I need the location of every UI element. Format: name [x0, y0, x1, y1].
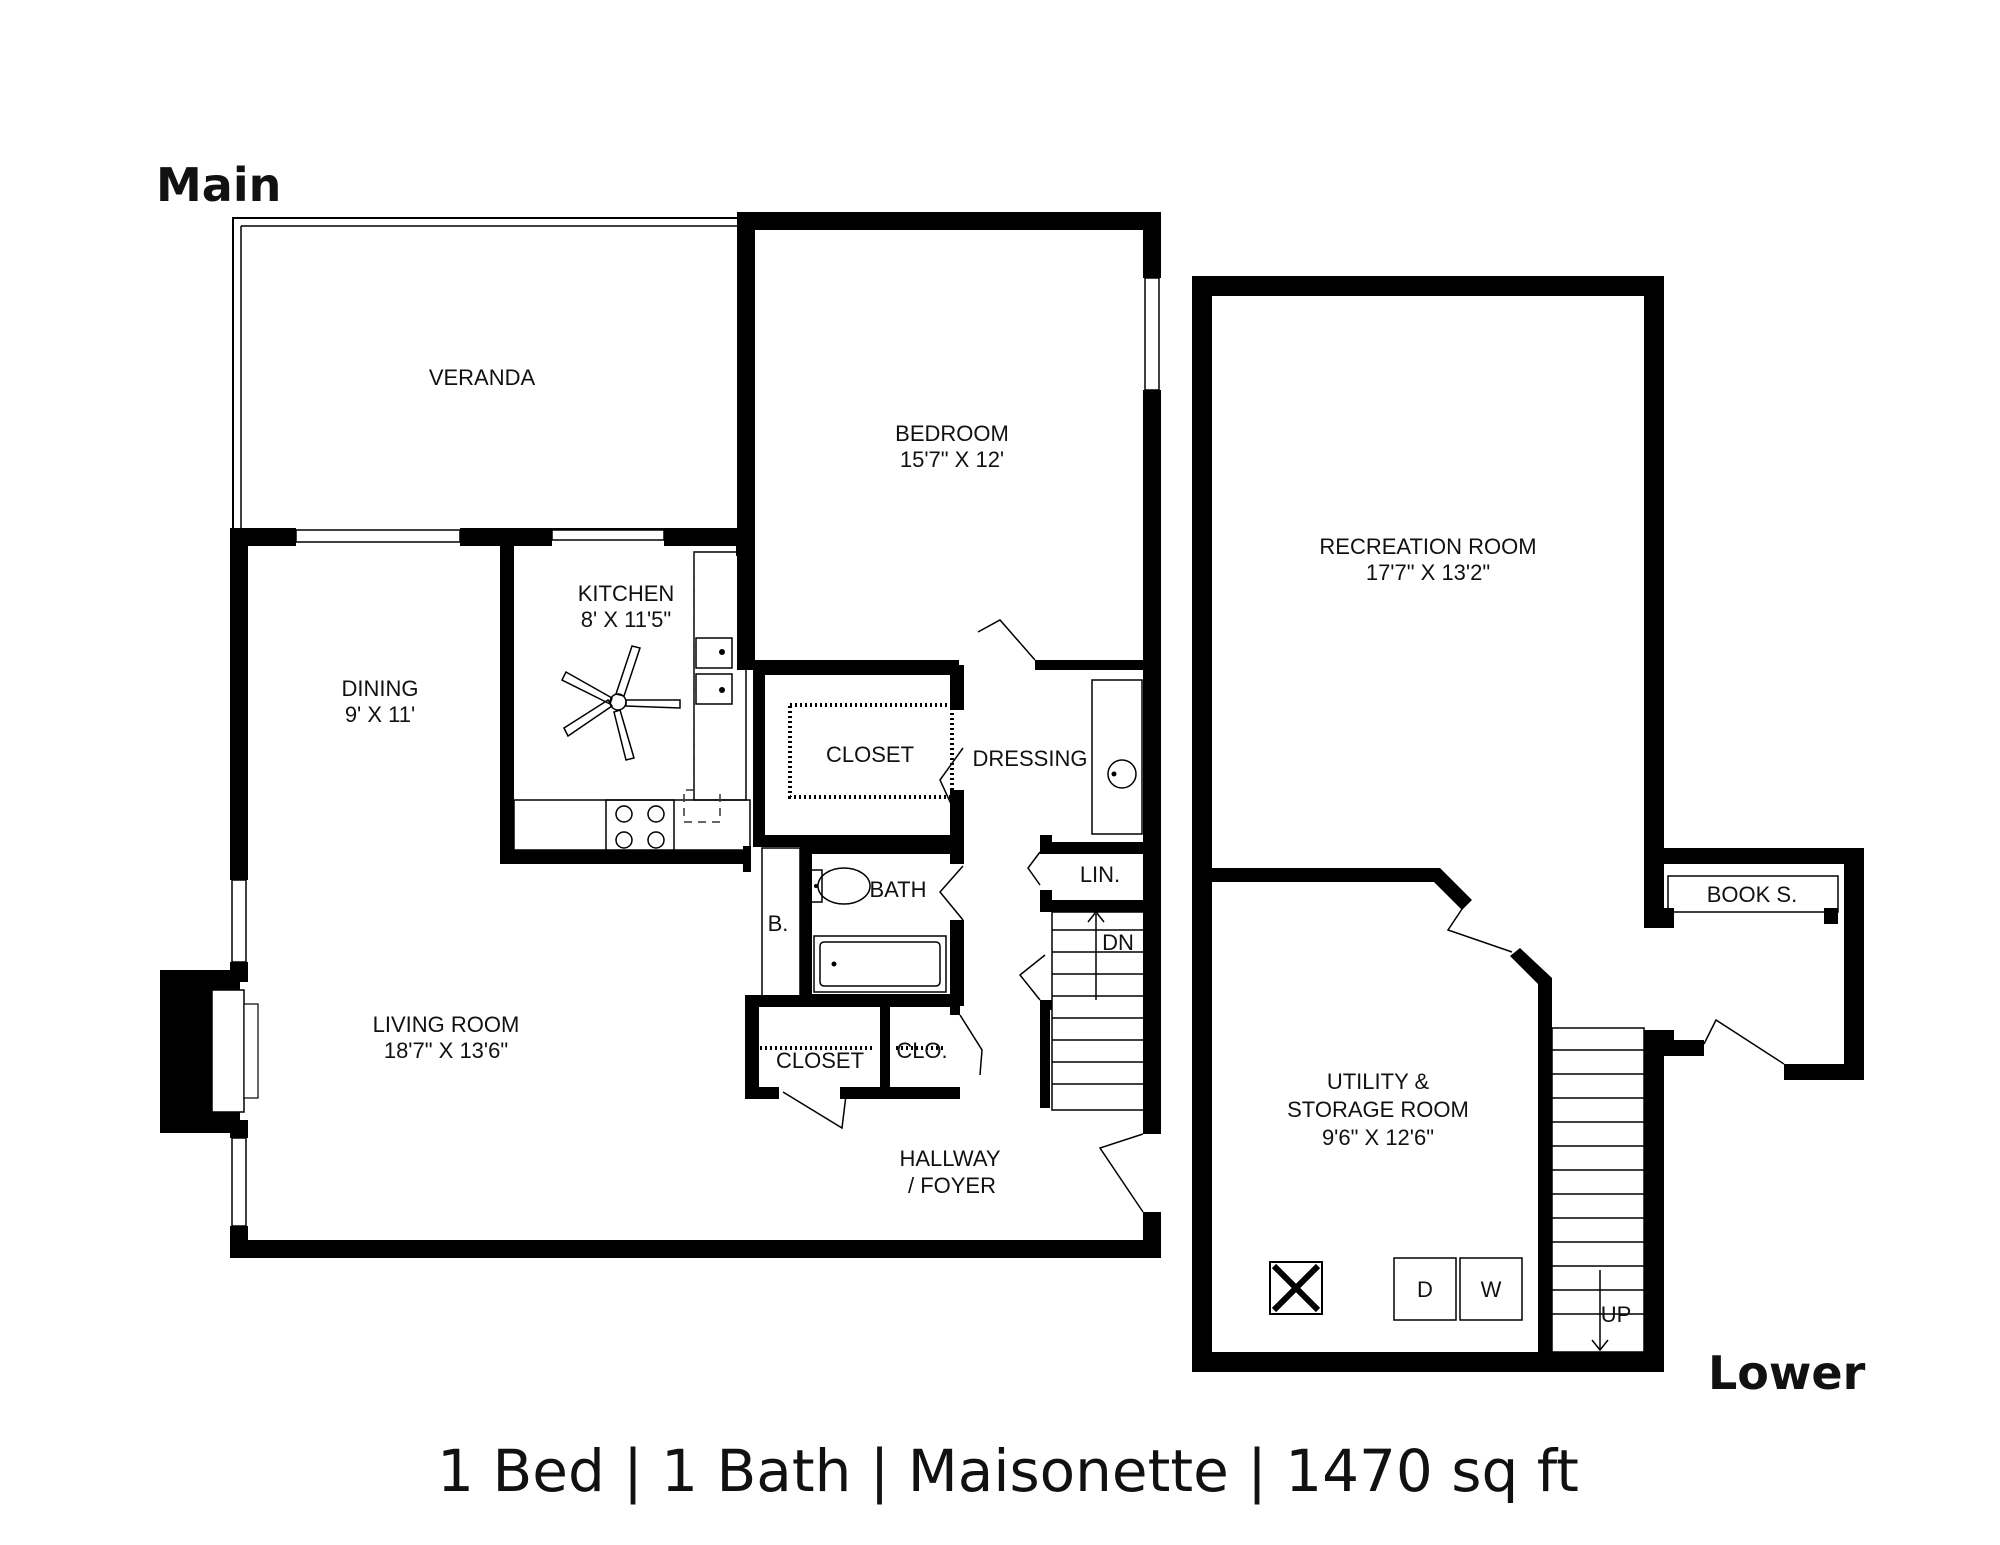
- lower-door-swings: [1446, 905, 1785, 1065]
- b-label: B.: [768, 911, 789, 936]
- up-label: UP: [1601, 1302, 1632, 1327]
- living-room-label: LIVING ROOM: [373, 1012, 520, 1037]
- kitchen-label: KITCHEN: [578, 581, 675, 606]
- dressing-sink-icon: [1091, 679, 1143, 835]
- utility-size: 9'6" X 12'6": [1322, 1125, 1434, 1150]
- dryer-label: D: [1417, 1277, 1433, 1302]
- clo-label: CLO.: [896, 1038, 947, 1063]
- toilet-icon: [809, 869, 823, 903]
- bedroom-label: BEDROOM: [895, 421, 1009, 446]
- dn-label: DN: [1102, 930, 1134, 955]
- utility-label: UTILITY &: [1327, 1069, 1430, 1094]
- veranda-label: VERANDA: [429, 365, 536, 390]
- recreation-room-label: RECREATION ROOM: [1319, 534, 1536, 559]
- washer-icon: [1459, 1257, 1523, 1321]
- closet-lower-label: CLOSET: [776, 1048, 864, 1073]
- bath-fixtures: [809, 867, 947, 993]
- ceiling-fan-icon: [560, 645, 681, 761]
- main-stairs: [1051, 910, 1145, 1111]
- living-room-size: 18'7" X 13'6": [384, 1038, 508, 1063]
- closet-label: CLOSET: [826, 742, 914, 767]
- bathtub-icon: [813, 935, 947, 993]
- stove-icon: [605, 799, 675, 855]
- foyer-label: / FOYER: [908, 1173, 996, 1198]
- recreation-room-size: 17'7" X 13'2": [1366, 560, 1490, 585]
- door-swings: [782, 619, 1144, 1213]
- lower-level-walls: [1192, 276, 1864, 1372]
- furnace-icon: [1269, 1261, 1323, 1315]
- lower-stairs: [1551, 1027, 1645, 1353]
- kitchen-fixtures: [513, 551, 751, 855]
- main-heading: Main: [156, 158, 281, 212]
- bedroom-size: 15'7" X 12': [900, 447, 1004, 472]
- book-shelf-label: BOOK S.: [1707, 882, 1797, 907]
- washer-label: W: [1481, 1277, 1502, 1302]
- dressing-label: DRESSING: [973, 746, 1088, 771]
- linen-label: LIN.: [1080, 862, 1120, 887]
- dryer-icon: [1393, 1257, 1457, 1321]
- kitchen-size: 8' X 11'5": [581, 607, 671, 632]
- footer-summary: 1 Bed | 1 Bath | Maisonette | 1470 sq ft: [437, 1437, 1579, 1505]
- bath-label: BATH: [869, 877, 926, 902]
- storage-room-label: STORAGE ROOM: [1287, 1097, 1469, 1122]
- dining-label: DINING: [342, 676, 419, 701]
- dining-size: 9' X 11': [345, 702, 415, 727]
- lower-heading: Lower: [1708, 1346, 1866, 1400]
- closet-rods: [760, 703, 954, 1050]
- main-level-walls: [160, 212, 1161, 1258]
- hallway-label: HALLWAY: [899, 1146, 1000, 1171]
